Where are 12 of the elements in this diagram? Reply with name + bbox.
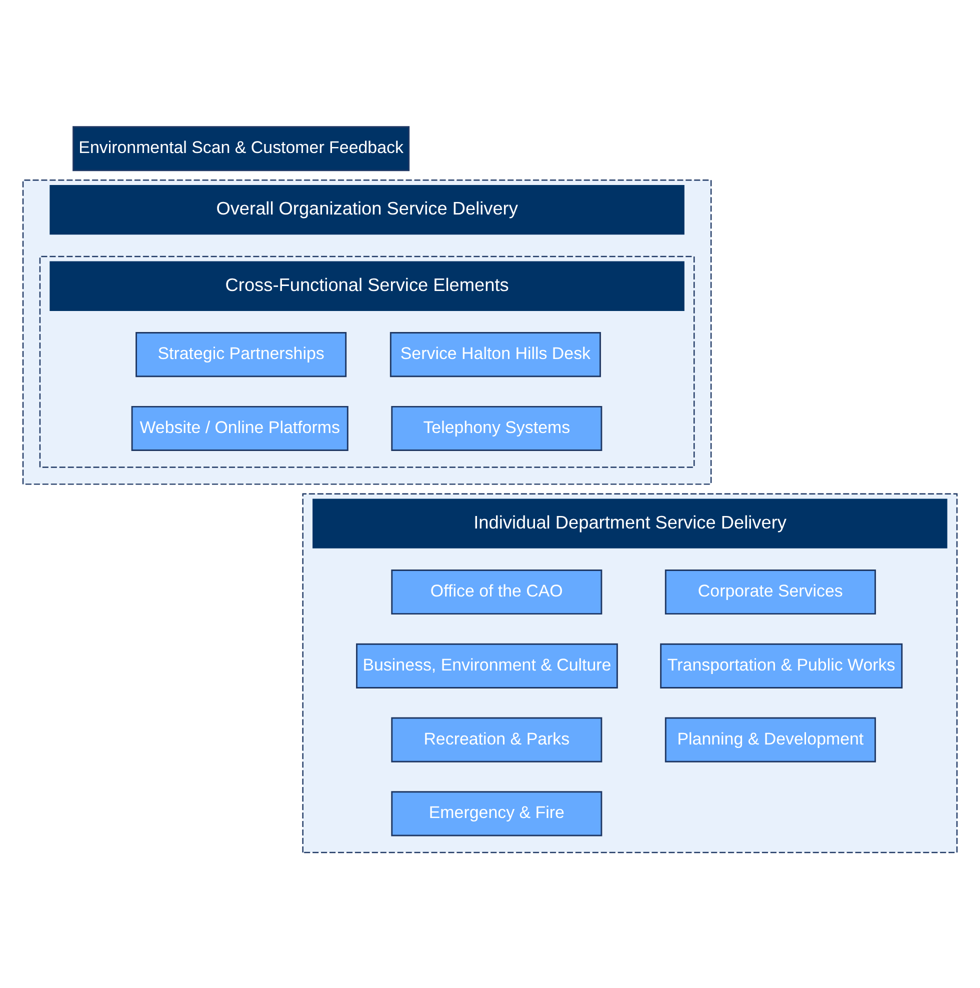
node-box: Website / Online Platforms: [131, 405, 348, 451]
node-box: Corporate Services: [664, 568, 876, 614]
node-box: Telephony Systems: [391, 405, 602, 451]
node-box: Business, Environment & Culture: [356, 642, 618, 688]
node-box: Service Halton Hills Desk: [390, 332, 601, 377]
node-box: Emergency & Fire: [391, 790, 602, 836]
node-box: Office of the CAO: [391, 568, 602, 614]
node-box: Strategic Partnerships: [136, 332, 347, 377]
node-box: Transportation & Public Works: [660, 642, 903, 688]
node-box: Recreation & Parks: [391, 716, 602, 762]
node-box: Planning & Development: [664, 716, 876, 762]
node-box: Environmental Scan & Customer Feedback: [72, 126, 410, 171]
